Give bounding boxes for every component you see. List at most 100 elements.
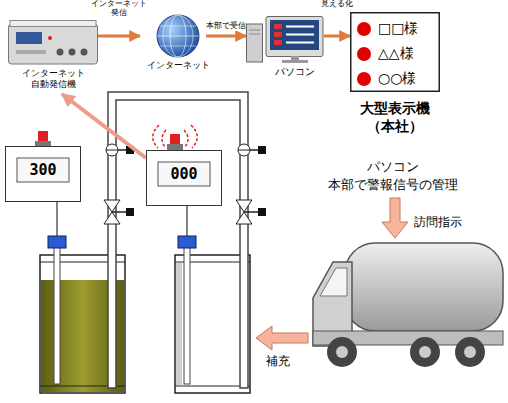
pc-computer-art	[249, 34, 260, 35]
sensor-wire	[186, 206, 187, 236]
auto-dialer-device-art	[69, 49, 76, 56]
auto-dialer-device-art	[16, 50, 46, 54]
display-board-art	[351, 13, 440, 92]
device-label: インターネット 自動発信機	[22, 68, 85, 90]
pc-computer-art	[286, 42, 314, 44]
sensor-wire	[56, 202, 57, 236]
valve-symbol	[106, 150, 118, 151]
flow-arrow	[382, 198, 408, 238]
valve-symbol	[238, 150, 250, 151]
internet-globe-art	[157, 36, 199, 37]
oil-drum	[40, 255, 250, 393]
display-board-art	[357, 22, 371, 36]
board-caption: 大型表示機 （本社）	[360, 100, 430, 135]
level-monitor-art	[6, 147, 81, 202]
pc-computer: パソコン	[246, 16, 324, 82]
level-reading: 000	[158, 162, 210, 186]
valve-symbol	[244, 211, 258, 213]
pc-computer-art	[274, 32, 282, 37]
level-monitor-art	[17, 158, 69, 182]
auto-dialer-device-art	[16, 32, 42, 44]
auto-dialer-device-art	[48, 36, 52, 40]
internet-globe-art	[157, 15, 199, 57]
valve-symbol	[250, 149, 258, 151]
pc-computer-art	[282, 60, 308, 63]
tank-truck	[464, 346, 476, 358]
edge-label: 見える化	[321, 0, 353, 9]
signal-waves	[153, 125, 198, 148]
alarm-lamp	[35, 141, 51, 146]
valve-symbol	[238, 144, 250, 156]
valve-symbol	[104, 212, 120, 224]
tank-truck	[345, 243, 503, 331]
tank-truck	[313, 243, 503, 367]
signal-waves	[184, 130, 188, 148]
auto-dialer-device-art	[9, 24, 98, 64]
auto-dialer-device-art	[8, 20, 98, 66]
internet-globe: インターネット	[140, 14, 206, 75]
level-monitor-art	[147, 151, 222, 206]
visit-instruction: 訪問指示	[414, 214, 462, 231]
edge-label: 本部で受信	[206, 22, 246, 31]
valve-symbol	[258, 208, 266, 216]
valve-symbol	[236, 200, 252, 212]
edge-label: インターネット 発信	[91, 0, 147, 18]
flow-arrow	[256, 326, 308, 350]
pc-computer-art	[266, 17, 323, 57]
level-probe	[54, 246, 60, 384]
sensor-wire	[57, 202, 187, 236]
flow-connector	[324, 35, 350, 38]
pipe-line	[108, 92, 248, 388]
hq-note-text: パソコン 本部で警報信号の管理	[328, 158, 458, 193]
display-board-art	[357, 72, 371, 86]
level-probe	[184, 246, 190, 384]
level-monitor-art	[158, 162, 210, 186]
customer-name: □□様	[378, 20, 418, 37]
valve-symbol	[258, 146, 266, 154]
internet-globe-art	[160, 26, 196, 27]
tank-truck	[320, 268, 347, 296]
display-board-art	[357, 47, 371, 61]
auto-dialer-device-art	[10, 21, 96, 27]
refill-label: 補充	[266, 353, 290, 370]
auto-dialer-device-art	[57, 49, 64, 56]
alarm-lamp	[170, 134, 180, 145]
valve-symbol	[126, 208, 134, 216]
flow-connector	[98, 35, 140, 38]
pc-computer-art	[246, 16, 324, 64]
tank-truck	[336, 346, 348, 358]
auto-dialer-device: インターネット 自動発信機	[8, 20, 98, 94]
globe-label: インターネット	[147, 60, 210, 71]
hq-note: パソコン 本部で警報信号の管理	[318, 158, 468, 198]
level-sensor	[178, 236, 196, 248]
level-sensor	[48, 236, 196, 248]
pc-computer-art	[247, 24, 263, 62]
tank-truck	[410, 337, 440, 367]
flow-arrow	[256, 198, 408, 350]
tank-truck	[327, 337, 357, 367]
pc-computer-art	[291, 56, 299, 60]
pc-computer-art	[286, 34, 314, 36]
level-monitor: 000	[146, 150, 222, 206]
valve-symbol	[106, 144, 118, 156]
alarm-lamp	[167, 144, 183, 150]
valve-symbol	[104, 200, 120, 212]
level-sensor	[48, 236, 66, 248]
pc-computer-art	[249, 30, 260, 31]
level-monitor: 300	[5, 146, 81, 202]
level-probe	[54, 246, 190, 384]
pc-computer-art	[286, 26, 314, 28]
tank-truck	[419, 346, 431, 358]
pipe-line	[108, 92, 248, 388]
internet-globe-art	[140, 14, 206, 58]
alarm-lamp	[38, 131, 48, 142]
customer-name: △△様	[378, 45, 414, 62]
oil-drum	[175, 385, 250, 386]
pc-computer-art	[270, 20, 319, 50]
customer-name: ○○様	[378, 70, 416, 87]
tank-truck	[455, 337, 485, 367]
valve-symbol	[118, 149, 126, 151]
pc-label: パソコン	[275, 66, 315, 78]
signal-waves	[162, 130, 166, 148]
